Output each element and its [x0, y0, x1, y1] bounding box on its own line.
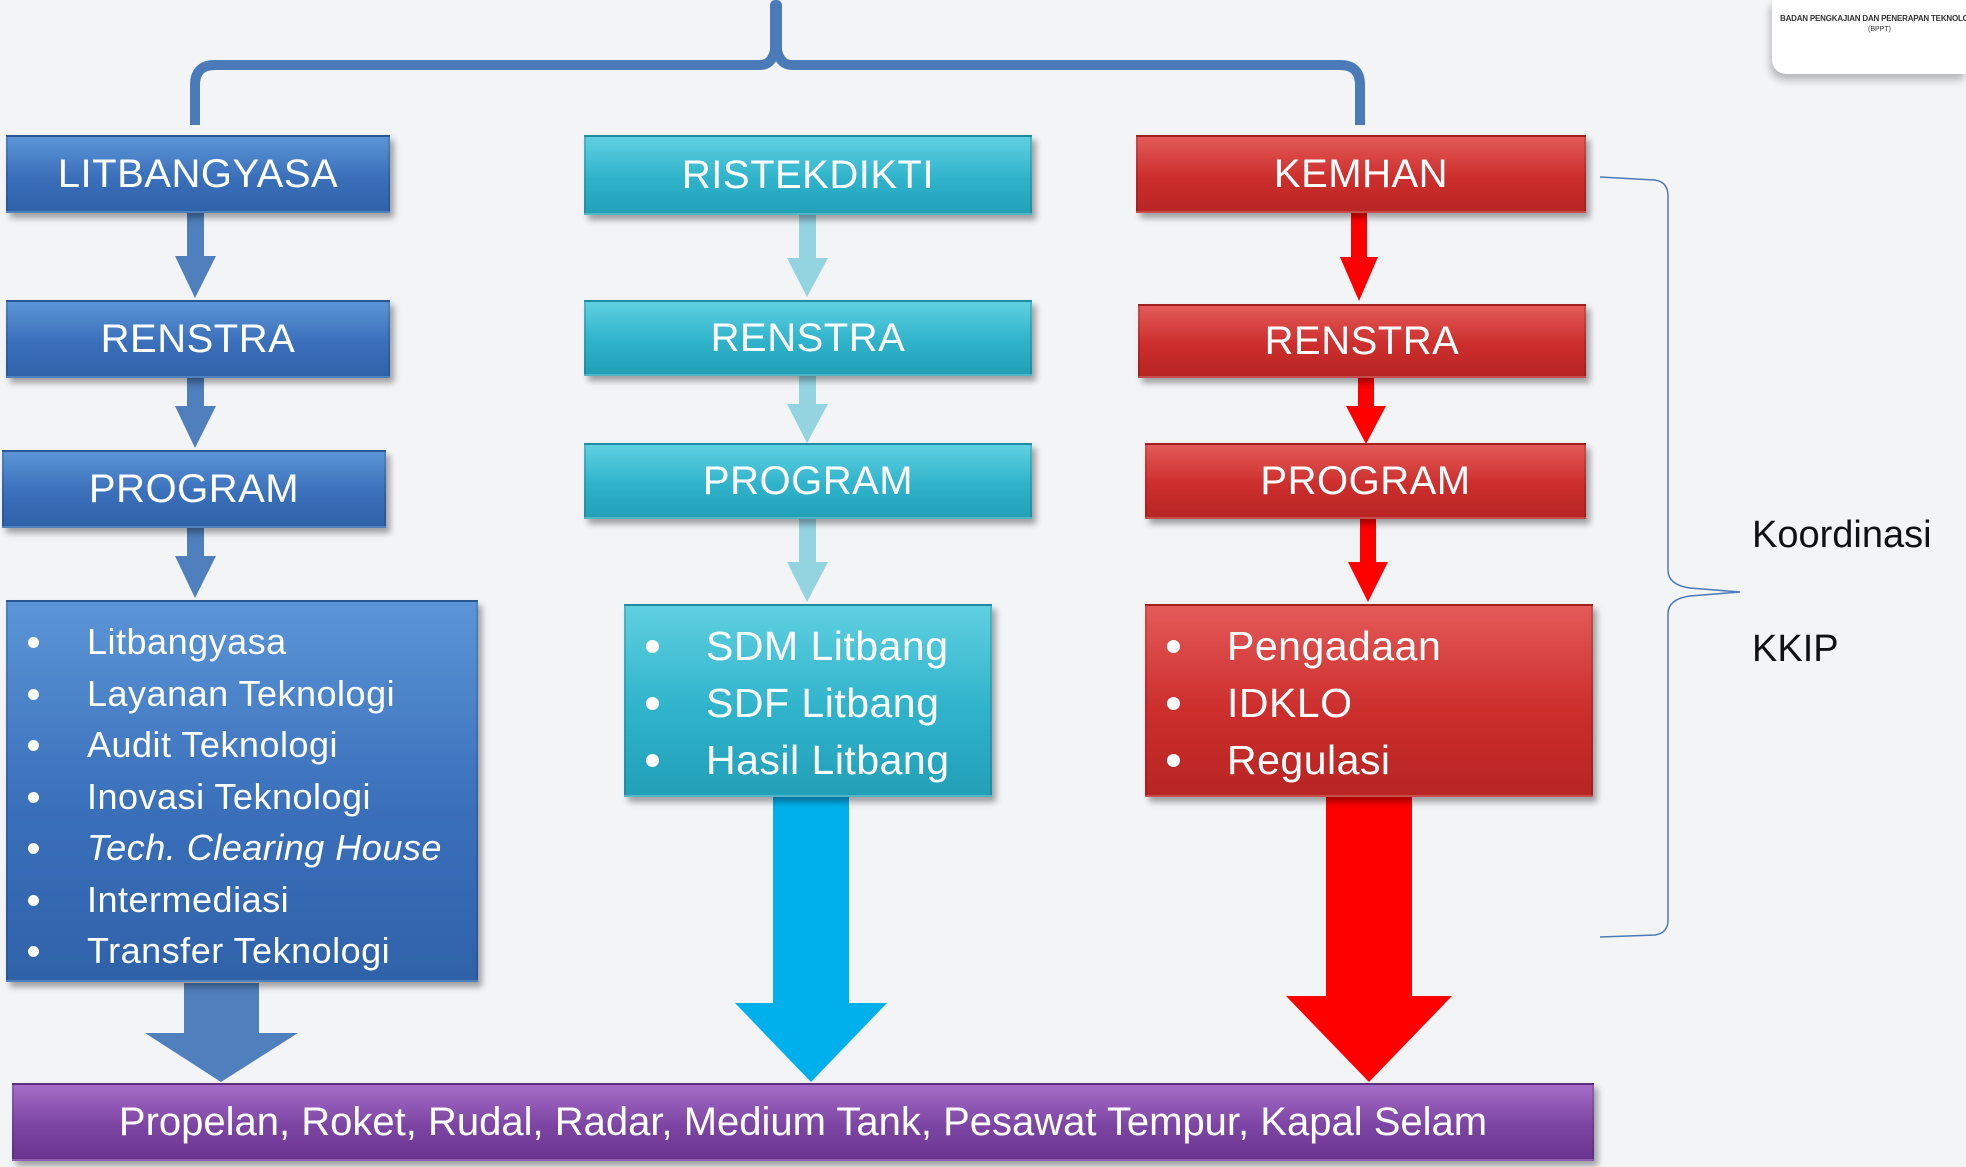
bullet-icon	[646, 754, 659, 767]
output-bar: Propelan, Roket, Rudal, Radar, Medium Ta…	[12, 1083, 1594, 1161]
bullet-icon	[646, 697, 659, 710]
logo-text: BADAN PENGKAJIAN DAN PENERAPAN TEKNOLOGI	[1780, 14, 1966, 23]
bullet-icon	[28, 791, 39, 803]
bullet-icon	[28, 894, 39, 906]
kemhan-program: PROGRAM	[1260, 458, 1471, 503]
bullet-icon	[28, 637, 39, 648]
litbangyasa-program-box: PROGRAM	[2, 450, 386, 528]
list-item: SDM Litbang	[626, 618, 950, 675]
kkip-label: KKIP	[1752, 628, 1839, 670]
coordination-bracket	[1599, 176, 1741, 938]
litbangyasa-program: PROGRAM	[88, 466, 300, 511]
kemhan-title-box: KEMHAN	[1136, 135, 1586, 213]
kemhan-program-box: PROGRAM	[1145, 443, 1586, 519]
red-arrow-3	[1348, 519, 1388, 602]
ristekdikti-title-box: RISTEKDIKTI	[584, 135, 1032, 215]
bullet-icon	[28, 740, 39, 751]
kemhan-items-box: Pengadaan IDKLO Regulasi	[1145, 604, 1593, 797]
bullet-icon	[28, 843, 39, 854]
blue-arrow-1	[175, 213, 216, 298]
cyan-arrow-1	[787, 215, 828, 297]
ristekdikti-items-box: SDM Litbang SDF Litbang Hasil Litbang	[624, 604, 992, 797]
list-item: Audit Teknologi	[8, 719, 442, 771]
bullet-icon	[28, 946, 39, 957]
litbangyasa-renstra-box: RENSTRA	[6, 300, 390, 378]
blue-arrow-2	[175, 378, 216, 448]
cyan-arrow-2	[787, 376, 828, 443]
red-arrow-2	[1346, 378, 1386, 444]
red-arrow-1	[1340, 213, 1378, 301]
ristekdikti-program: PROGRAM	[702, 458, 914, 503]
kemhan-renstra: RENSTRA	[1264, 318, 1460, 363]
red-output-arrow	[1286, 797, 1452, 1082]
bullet-icon	[1167, 754, 1180, 767]
list-item: Intermediasi	[8, 874, 442, 926]
litbangyasa-items-box: Litbangyasa Layanan Teknologi Audit Tekn…	[6, 600, 478, 982]
list-item: Regulasi	[1147, 732, 1441, 789]
ristekdikti-items-list: SDM Litbang SDF Litbang Hasil Litbang	[626, 618, 950, 789]
ristekdikti-renstra-box: RENSTRA	[584, 300, 1032, 376]
kemhan-title: KEMHAN	[1273, 151, 1449, 196]
bullet-icon	[1167, 640, 1180, 653]
list-item: Transfer Teknologi	[8, 925, 442, 977]
litbangyasa-renstra: RENSTRA	[100, 316, 296, 361]
list-item: Pengadaan	[1147, 618, 1441, 675]
list-item: Inovasi Teknologi	[8, 771, 442, 823]
kemhan-items-list: Pengadaan IDKLO Regulasi	[1147, 618, 1441, 789]
ristekdikti-title: RISTEKDIKTI	[681, 152, 935, 197]
list-item: Hasil Litbang	[626, 732, 950, 789]
cyan-output-arrow	[735, 797, 887, 1082]
blue-output-arrow	[145, 983, 298, 1082]
cyan-arrow-3	[787, 519, 828, 602]
kemhan-renstra-box: RENSTRA	[1138, 304, 1586, 378]
litbangyasa-items-list: Litbangyasa Layanan Teknologi Audit Tekn…	[8, 616, 442, 977]
blue-arrow-3	[175, 528, 216, 598]
top-brace	[190, 0, 1365, 125]
list-item: SDF Litbang	[626, 675, 950, 732]
list-item: IDKLO	[1147, 675, 1441, 732]
bullet-icon	[28, 688, 39, 700]
list-item: Layanan Teknologi	[8, 668, 442, 720]
litbangyasa-title: LITBANGYASA	[57, 151, 339, 196]
list-item: Litbangyasa	[8, 616, 442, 668]
ristekdikti-program-box: PROGRAM	[584, 443, 1032, 519]
output-text: Propelan, Roket, Rudal, Radar, Medium Ta…	[118, 1099, 1488, 1144]
bullet-icon	[1167, 697, 1180, 710]
bppt-logo: BADAN PENGKAJIAN DAN PENERAPAN TEKNOLOGI…	[1772, 0, 1966, 74]
list-item: Tech. Clearing House	[8, 822, 442, 874]
logo-abbr: (BPPT)	[1868, 26, 1891, 33]
ristekdikti-renstra: RENSTRA	[710, 315, 906, 360]
koordinasi-label: Koordinasi	[1752, 514, 1932, 556]
bullet-icon	[646, 640, 659, 653]
litbangyasa-title-box: LITBANGYASA	[6, 135, 390, 213]
